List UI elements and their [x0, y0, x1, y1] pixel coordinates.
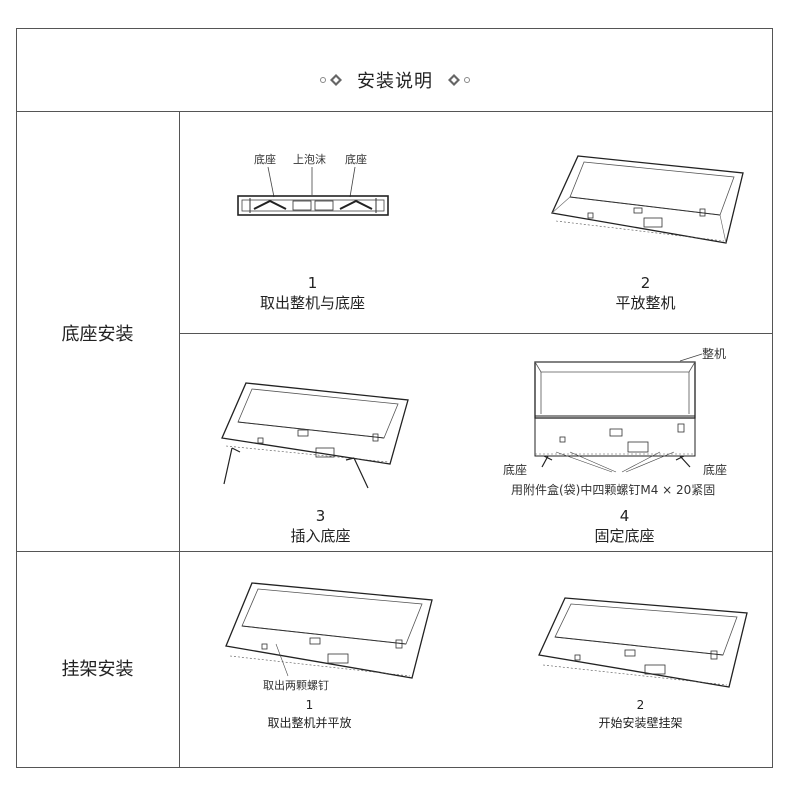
step-base-3: 3 插入底座: [208, 506, 433, 546]
step-caption: 取出整机并平放: [267, 716, 352, 730]
step-number: 4: [619, 507, 630, 525]
step-caption: 平放整机: [615, 294, 676, 312]
callout-fix-base-right: 底座: [703, 463, 728, 477]
step-wall-1: 1 取出整机并平放: [197, 696, 422, 732]
tv-fix-base-illustration: [534, 353, 703, 473]
title-row: 安装说明: [0, 62, 790, 98]
step-caption: 取出整机与底座: [259, 294, 365, 312]
callout-base-right: 底座: [345, 153, 367, 166]
step-caption: 固定底座: [594, 527, 655, 545]
callout-base-left: 底座: [254, 153, 276, 166]
step-base-4: 4 固定底座: [512, 506, 737, 546]
callout-remove-screws: 取出两颗螺钉: [263, 679, 329, 692]
callout-fix-base-left: 底座: [503, 463, 528, 477]
divider-title: [16, 111, 773, 112]
section-label-base: 底座安装: [61, 324, 134, 345]
ornament-left-icon: [320, 74, 342, 86]
step-base-2: 2 平放整机: [533, 273, 758, 313]
step-caption: 插入底座: [290, 527, 351, 545]
callout-screws-note: 用附件盒(袋)中四颗螺钉M4 × 20紧固: [511, 483, 716, 497]
page-title: 安装说明: [357, 71, 433, 92]
tv-flat-illustration: [551, 155, 744, 244]
ornament-right-icon: [448, 74, 470, 86]
step-number: 3: [315, 507, 326, 525]
step-number: 2: [636, 698, 645, 712]
divider-sections: [16, 551, 773, 552]
callout-tv: 整机: [702, 347, 727, 361]
tv-wall-mount-illustration: [538, 597, 748, 688]
step-wall-2: 2 开始安装壁挂架: [528, 696, 753, 732]
callout-foam: 上泡沫: [293, 153, 326, 166]
step-number: 1: [305, 698, 314, 712]
tv-remove-screws-illustration: [225, 582, 433, 679]
tv-insert-base-illustration: [221, 382, 409, 489]
box-contents-illustration: [237, 166, 389, 216]
divider-base-rows: [179, 333, 773, 334]
step-caption: 开始安装壁挂架: [598, 716, 683, 730]
instruction-table: [16, 28, 773, 768]
step-number: 1: [307, 274, 318, 292]
divider-label-column: [179, 111, 180, 768]
step-number: 2: [640, 274, 651, 292]
section-label-wall: 挂架安装: [61, 659, 134, 680]
step-base-1: 1 取出整机与底座: [200, 273, 425, 313]
